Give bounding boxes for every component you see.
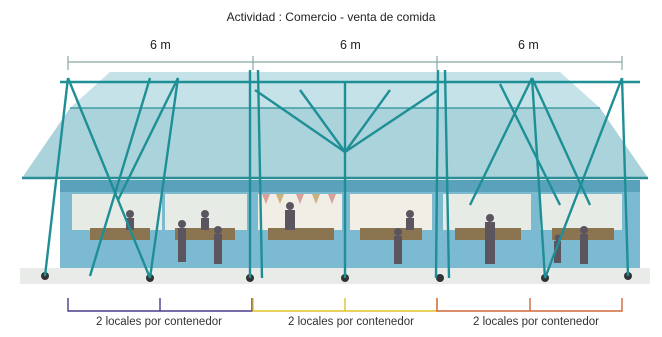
module-1-caption: 2 locales por contenedor xyxy=(96,316,222,328)
module-2-width-label: 6 m xyxy=(340,38,361,52)
bunting xyxy=(262,194,336,204)
module-2-caption: 2 locales por contenedor xyxy=(288,316,414,328)
page-title: Actividad : Comercio - venta de comida xyxy=(226,10,436,24)
opening-6 xyxy=(540,194,622,230)
roof-glass xyxy=(22,108,648,178)
module-1-width-label: 6 m xyxy=(150,38,171,52)
fascia xyxy=(60,180,640,192)
structure-frame xyxy=(43,69,640,279)
people xyxy=(126,202,588,264)
bottom-brackets xyxy=(67,298,623,312)
module-3-width-label: 6 m xyxy=(518,38,539,52)
top-dimension xyxy=(67,56,623,70)
module-3-caption: 2 locales por contenedor xyxy=(473,316,599,328)
opening-4 xyxy=(350,194,432,230)
ground xyxy=(20,268,650,284)
